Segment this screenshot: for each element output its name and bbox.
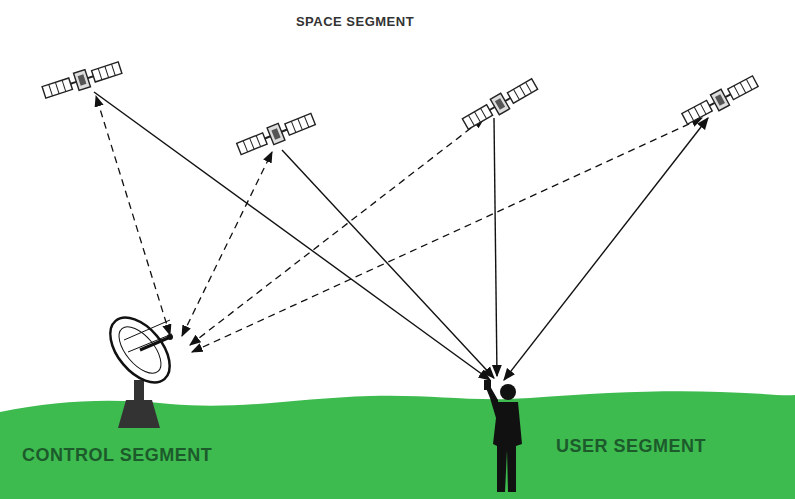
dish-antenna: [99, 307, 182, 428]
gps-satellite: [461, 76, 539, 132]
segment-title: SPACE SEGMENT: [296, 14, 414, 29]
user-figure: [484, 380, 522, 492]
signal-lines: [94, 92, 708, 380]
gps-satellite: [236, 111, 317, 158]
segment-label: CONTROL SEGMENT: [22, 445, 212, 466]
gps-satellite: [41, 59, 123, 101]
segment-label: USER SEGMENT: [556, 436, 706, 457]
gps-satellite: [680, 73, 759, 126]
ground: [0, 391, 795, 499]
